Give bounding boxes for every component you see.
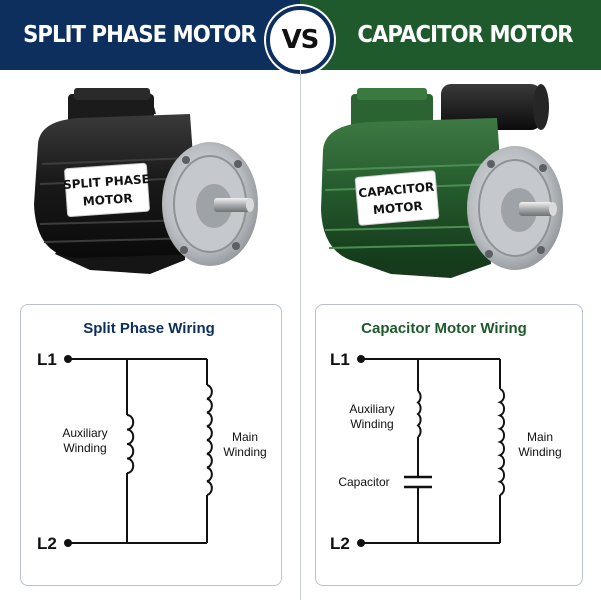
split-main-label-line1: Main bbox=[232, 430, 258, 444]
vs-badge: VS bbox=[266, 6, 334, 74]
cap-l1-label: L1 bbox=[330, 350, 350, 369]
split-phase-wiring-diagram: Split Phase Wiring L1 L2 Auxiliary Windi… bbox=[37, 320, 267, 553]
cap-aux-label-line2: Winding bbox=[350, 417, 393, 431]
split-phase-motor-label-line1: SPLIT PHASE bbox=[63, 172, 151, 192]
capacitor-motor-illustration: CAPACITOR MOTOR bbox=[321, 84, 563, 278]
split-phase-motor-label-line2: MOTOR bbox=[82, 191, 133, 208]
cap-aux-label-line1: Auxiliary bbox=[349, 402, 394, 416]
capacitor-motor-label-line2: MOTOR bbox=[372, 199, 423, 217]
split-auxiliary-coil bbox=[126, 414, 135, 474]
split-aux-label-line1: Auxiliary bbox=[62, 426, 107, 440]
capacitor-wiring-diagram: Capacitor Motor Wiring L1 L2 Auxiliary W… bbox=[330, 320, 562, 553]
cap-l2-label: L2 bbox=[330, 534, 350, 553]
cap-main-label-line1: Main bbox=[527, 430, 553, 444]
split-l1-label: L1 bbox=[37, 350, 57, 369]
cap-main-coil bbox=[497, 388, 506, 496]
cap-main-label-line2: Winding bbox=[518, 445, 561, 459]
split-aux-label-line2: Winding bbox=[63, 441, 106, 455]
split-phase-wiring-title: Split Phase Wiring bbox=[83, 320, 215, 337]
capacitor-wiring-panel: Capacitor Motor Wiring L1 L2 Auxiliary W… bbox=[315, 304, 583, 586]
center-divider bbox=[300, 70, 301, 600]
vs-text: VS bbox=[281, 25, 320, 55]
split-main-coil bbox=[206, 384, 213, 496]
split-wires bbox=[68, 358, 208, 544]
capacitor-motor-title: CAPACITOR MOTOR bbox=[357, 22, 574, 48]
capacitor-wiring-title: Capacitor Motor Wiring bbox=[361, 320, 527, 337]
header-right-banner: CAPACITOR MOTOR bbox=[300, 0, 601, 70]
capacitor-motor-label-line1: CAPACITOR bbox=[358, 180, 435, 201]
cap-capacitor-label: Capacitor bbox=[338, 475, 389, 489]
header-left-banner: SPLIT PHASE MOTOR bbox=[0, 0, 300, 70]
split-phase-motor-title: SPLIT PHASE MOTOR bbox=[22, 22, 257, 48]
cap-wires bbox=[361, 358, 501, 544]
split-main-label-line2: Winding bbox=[223, 445, 266, 459]
split-l2-label: L2 bbox=[37, 534, 57, 553]
cap-auxiliary-coil bbox=[416, 390, 422, 438]
split-phase-wiring-panel: Split Phase Wiring L1 L2 Auxiliary Windi… bbox=[20, 304, 282, 586]
split-phase-motor-illustration: SPLIT PHASE MOTOR bbox=[34, 88, 258, 274]
capacitor-symbol bbox=[404, 475, 432, 489]
